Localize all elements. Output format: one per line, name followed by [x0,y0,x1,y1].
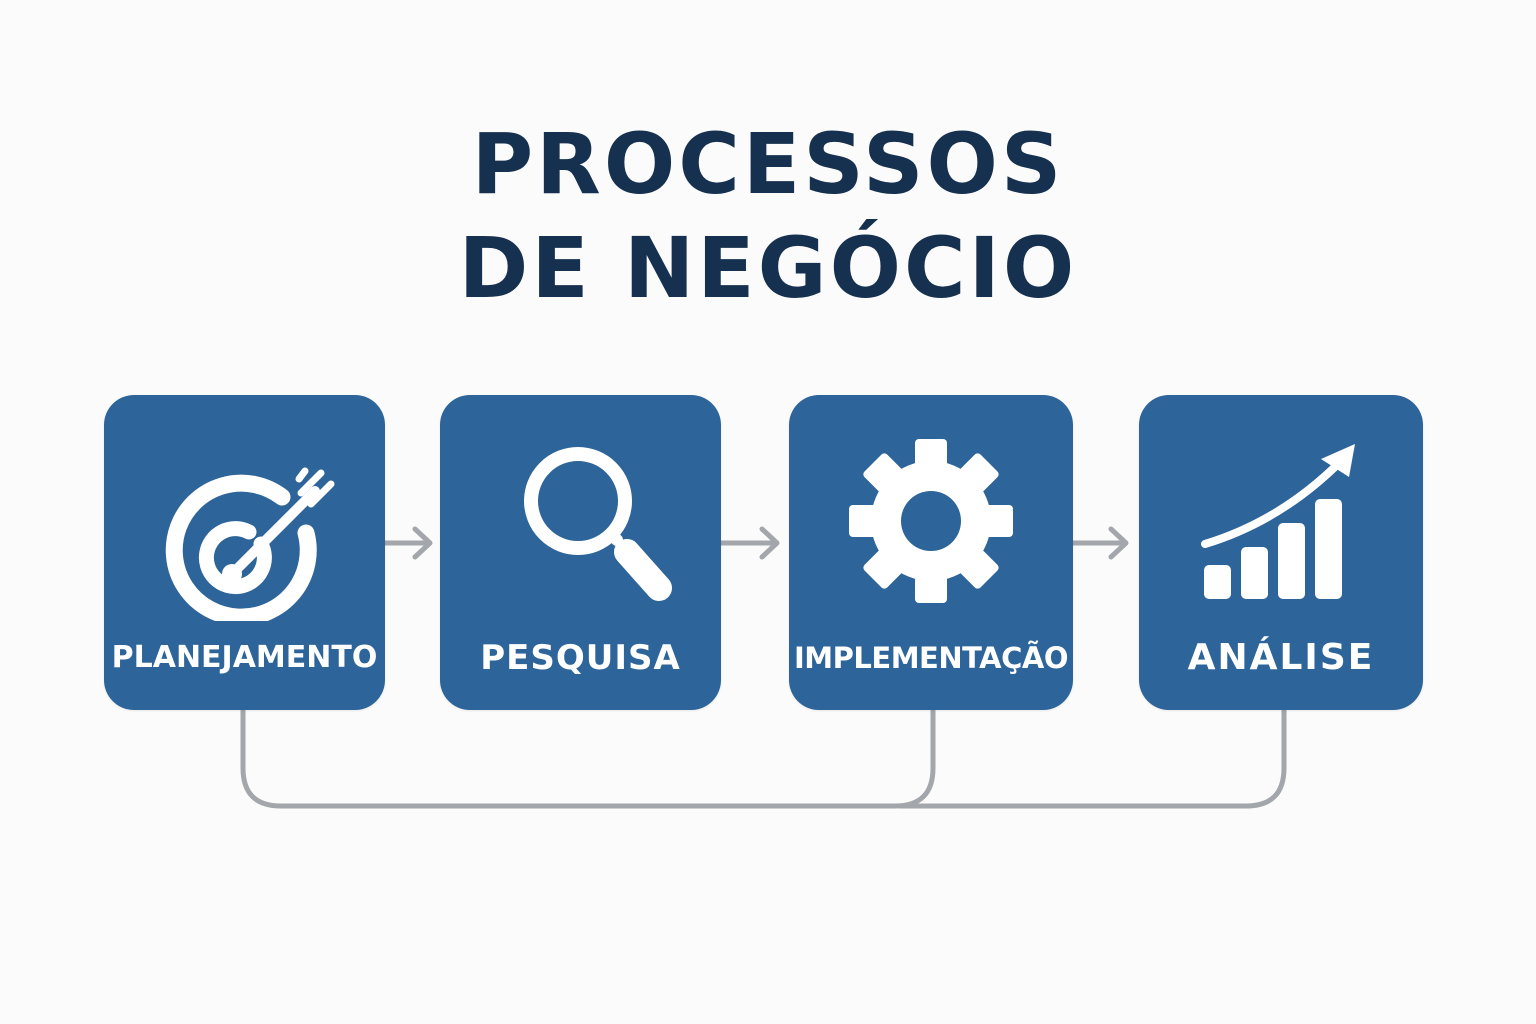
feedback-loop-planning [240,707,936,809]
gear-icon [849,439,1013,603]
arrow-2-to-3 [718,526,780,560]
growth-chart-icon [1201,444,1355,599]
step-analise: ANÁLISE [1139,395,1423,710]
title-line-1: PROCESSOS [471,115,1065,213]
step-label-pesquisa: PESQUISA [480,638,681,678]
magnifier-icon [523,447,672,601]
arrow-1-to-2 [382,526,433,560]
arrow-3-to-4 [1070,526,1129,560]
step-pesquisa: PESQUISA [440,395,721,710]
step-label-implementacao: IMPLEMENTAÇÃO [794,641,1068,675]
step-planejamento: PLANEJAMENTO [104,395,385,710]
step-label-planejamento: PLANEJAMENTO [111,640,378,675]
target-arrow-icon [165,467,334,621]
step-label-analise: ANÁLISE [1187,637,1375,678]
step-implementacao: IMPLEMENTAÇÃO [789,395,1073,710]
title-line-2: DE NEGÓCIO [458,219,1078,317]
feedback-loop-analysis [897,707,1287,809]
